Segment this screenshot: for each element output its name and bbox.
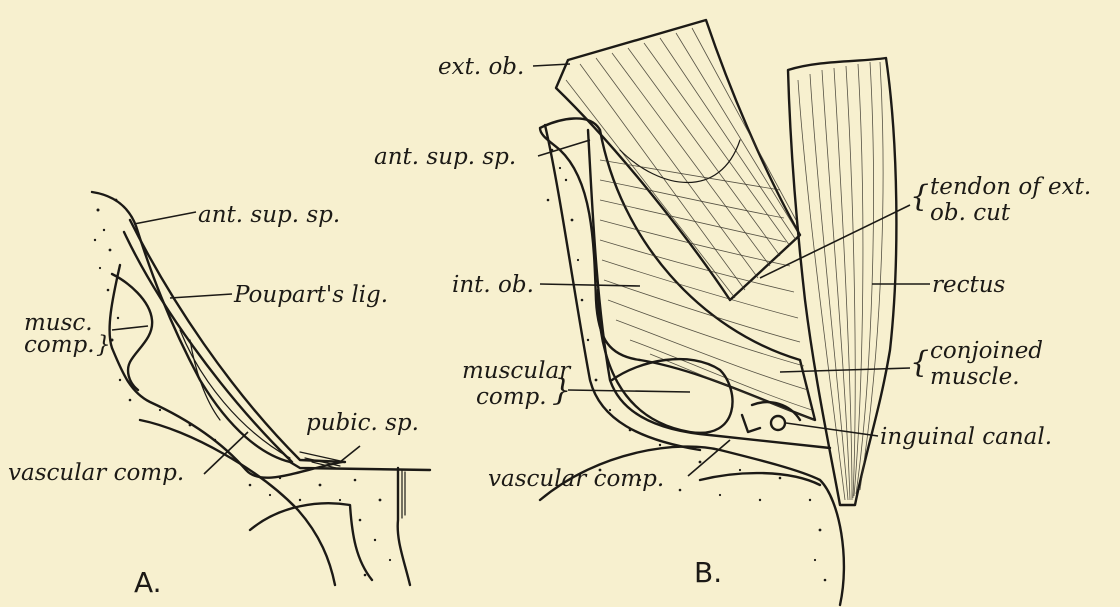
b-label-tendon-2: ob. cut (930, 200, 1011, 226)
a-label-pouparts-lig: Poupart's lig. (233, 282, 388, 308)
b-int-oblique (540, 118, 815, 420)
b-muscular-compartment (598, 290, 732, 433)
b-label-muscular-comp-2: comp. (476, 384, 547, 410)
b-muscular-brace: } (552, 373, 571, 408)
b-label-conjoined-2: muscle. (930, 364, 1020, 390)
b-leader-muscular (568, 390, 690, 392)
a-muscular-compartment (112, 274, 152, 390)
a-leader-pubic (340, 446, 360, 462)
a-pubic-hatch (402, 470, 405, 518)
figure-a: ant. sup. sp. Poupart's lig. musc. comp.… (8, 192, 430, 599)
a-musc-brace: } (96, 332, 111, 358)
a-stipple (94, 199, 391, 577)
b-leader-int-ob (540, 284, 640, 286)
b-inguinal-ring (771, 416, 785, 430)
b-label-tendon-1: tendon of ext. (930, 174, 1091, 200)
b-label-rectus: rectus (932, 272, 1006, 298)
a-leader-pouparts (170, 294, 232, 298)
b-leader-vascular (688, 440, 730, 476)
a-label-vascular-comp: vascular comp. (8, 460, 184, 486)
b-label-inguinal-canal: inguinal canal. (880, 424, 1052, 450)
b-leader-conjoined (780, 368, 910, 372)
a-label-comp: comp. (24, 332, 95, 358)
b-conjoined-brace: { (910, 345, 929, 380)
b-label-conjoined-1: conjoined (930, 338, 1043, 364)
b-label-int-ob: int. ob. (452, 272, 534, 298)
b-bone-lower-2 (700, 473, 820, 485)
panel-label-b: B. (694, 556, 722, 589)
a-label-pubic-sp: pubic. sp. (306, 410, 419, 436)
a-label-ant-sup-sp: ant. sup. sp. (198, 202, 340, 228)
a-lower-left (140, 420, 335, 585)
b-tendon-brace: { (910, 179, 929, 214)
figure-b: ext. ob. ant. sup. sp. { tendon of ext. … (374, 20, 1091, 605)
a-lower-bone (250, 503, 372, 580)
a-ligament-fiber-2 (190, 340, 220, 420)
a-leader-musc (112, 326, 148, 330)
b-canal-wedge (742, 415, 760, 432)
b-label-ant-sup-sp: ant. sup. sp. (374, 144, 516, 170)
b-ext-oblique-fibers (566, 28, 800, 298)
a-pubic-body (398, 468, 410, 585)
panel-label-a: A. (134, 566, 162, 599)
b-label-vascular-comp: vascular comp. (488, 466, 664, 492)
b-label-ext-ob: ext. ob. (438, 54, 524, 80)
a-leader-ant-sup (134, 212, 196, 224)
